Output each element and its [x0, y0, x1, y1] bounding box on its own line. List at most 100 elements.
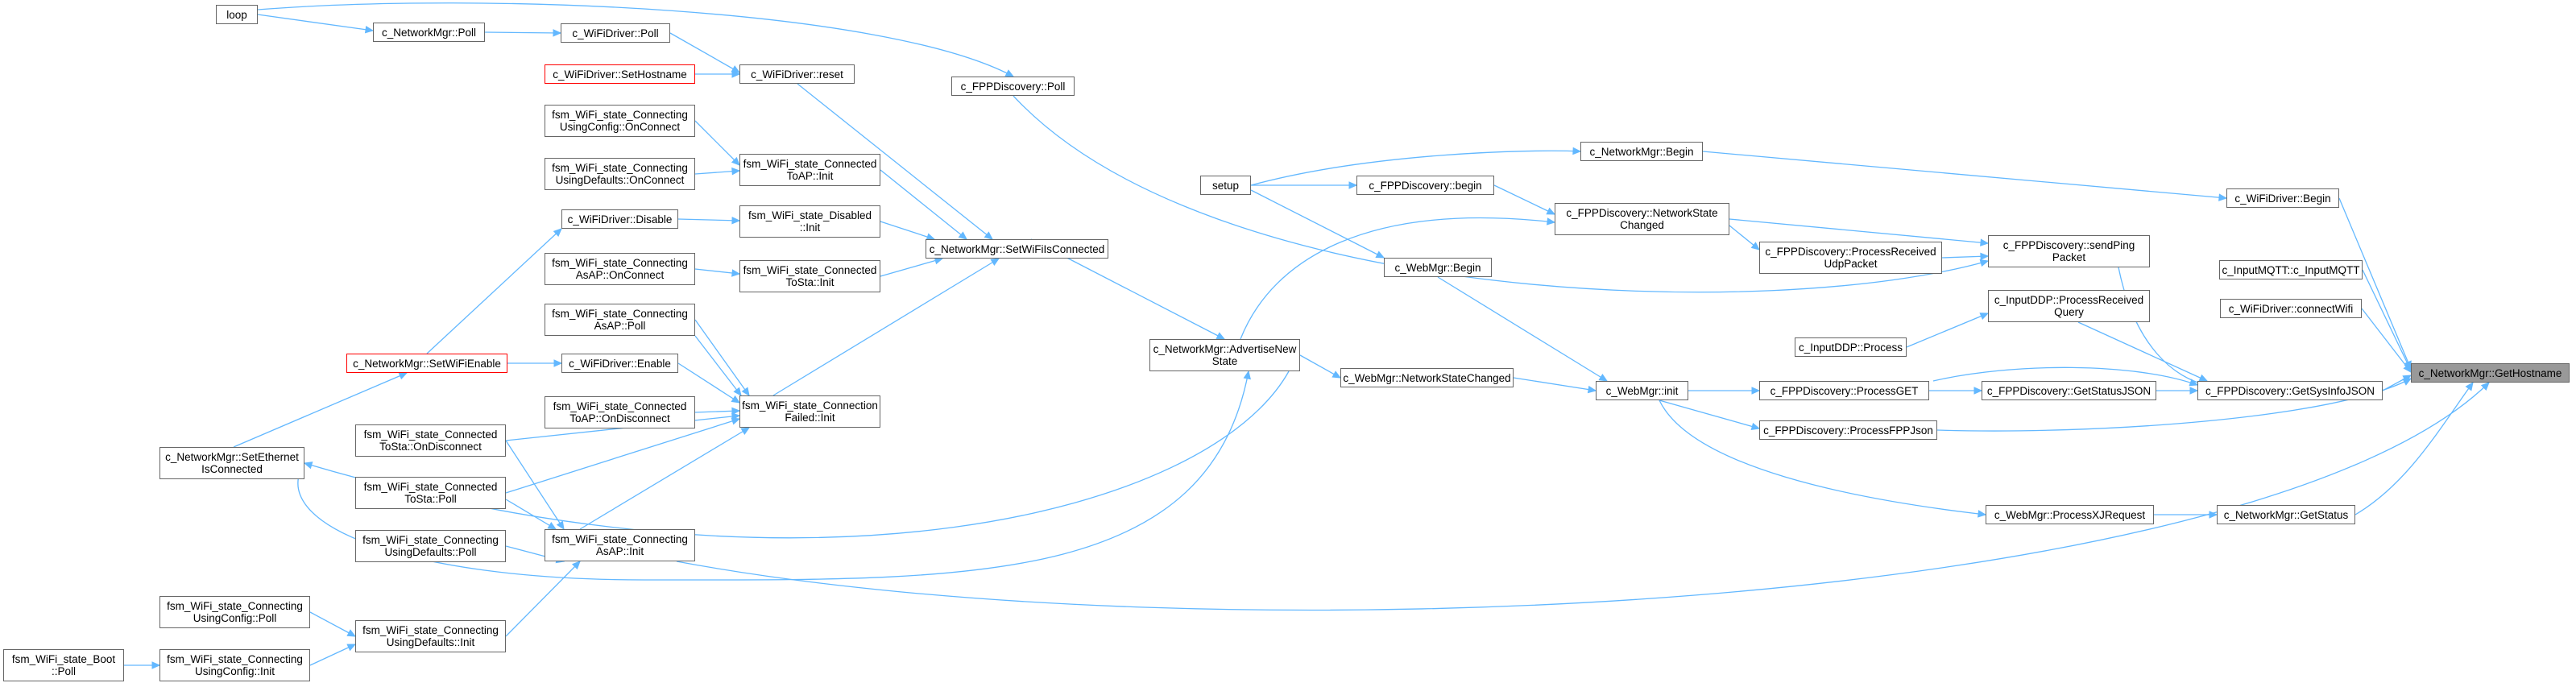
node-c-wifidriver-connectwifi[interactable]: c_WiFiDriver::connectWifi: [2220, 299, 2362, 318]
call-edge: [677, 362, 740, 404]
edge-arrowhead: [731, 216, 741, 225]
node-c-wifidriver-poll[interactable]: c_WiFiDriver::Poll: [561, 23, 670, 43]
node-setup[interactable]: setup: [1200, 176, 1251, 195]
node-disabled-init[interactable]: fsm_WiFi_state_Disabled::Init: [739, 205, 880, 238]
node-c-inputmqtt-c-inputmqtt[interactable]: c_InputMQTT::c_InputMQTT: [2219, 260, 2363, 279]
node-c-networkmgr-begin[interactable]: c_NetworkMgr::Begin: [1580, 142, 1703, 161]
call-edge: [1250, 189, 1385, 259]
node-c-wifidriver-disable[interactable]: c_WiFiDriver::Disable: [561, 209, 678, 229]
node-label-line: c_WiFiDriver::Disable: [567, 213, 673, 226]
call-edge: [669, 32, 740, 73]
edge-arrowhead: [1587, 385, 1597, 394]
call-edge: [257, 2, 1014, 77]
node-label-line: c_WebMgr::Begin: [1394, 261, 1481, 274]
node-label-line: Changed: [1620, 219, 1664, 231]
node-c-wifidriver-enable[interactable]: c_WiFiDriver::Enable: [561, 354, 678, 373]
node-c-networkmgr-setwifiisconnected[interactable]: c_NetworkMgr::SetWiFiIsConnected: [926, 239, 1108, 259]
node-c-networkmgr-poll[interactable]: c_NetworkMgr::Poll: [373, 23, 485, 42]
node-label-line: c_WiFiDriver::SetHostname: [553, 68, 687, 81]
node-label-line: c_FPPDiscovery::begin: [1369, 179, 1482, 192]
call-edge: [579, 427, 750, 530]
call-edge: [505, 499, 557, 530]
edge-arrowhead: [2480, 382, 2490, 391]
node-label-line: fsm_WiFi_state_Connecting: [552, 162, 688, 174]
node-c-fppdiscovery-poll[interactable]: c_FPPDiscovery::Poll: [951, 77, 1075, 96]
node-c-fppdiscovery-begin[interactable]: c_FPPDiscovery::begin: [1356, 176, 1494, 195]
edge-arrowhead: [2198, 374, 2209, 382]
node-label-line: fsm_WiFi_state_Connected: [553, 400, 687, 412]
node-label-line: ::Poll: [51, 665, 76, 677]
node-label-line: fsm_WiFi_state_Connecting: [362, 534, 499, 546]
node-c-networkmgr-setwifienable[interactable]: c_NetworkMgr::SetWiFiEnable: [346, 354, 507, 373]
call-edge: [1659, 399, 1986, 515]
node-label-line: c_NetworkMgr::AdvertiseNew: [1153, 343, 1297, 355]
node-c-fppdiscovery-processfppjson[interactable]: c_FPPDiscovery::ProcessFPPJson: [1759, 420, 1937, 440]
edge-arrowhead: [1375, 250, 1385, 259]
edge-arrowhead: [984, 231, 993, 240]
call-edge: [1250, 150, 1581, 186]
call-edge: [309, 611, 356, 637]
node-label-line: AsAP::OnConnect: [575, 269, 665, 281]
call-edge: [2361, 308, 2412, 373]
node-c-wifidriver-begin[interactable]: c_WiFiDriver::Begin: [2226, 188, 2339, 208]
node-c-networkmgr-getstatus[interactable]: c_NetworkMgr::GetStatus: [2217, 505, 2355, 524]
node-label-line: c_FPPDiscovery::ProcessReceived: [1765, 246, 1936, 258]
edge-arrowhead: [553, 228, 562, 237]
edge-arrowhead: [1546, 207, 1556, 215]
node-c-fppdiscovery-getstatusjson[interactable]: c_FPPDiscovery::GetStatusJSON: [1982, 381, 2156, 400]
node-label-line: fsm_WiFi_state_Connecting: [167, 653, 303, 665]
edge-arrowhead: [1243, 370, 1251, 380]
call-edge: [297, 370, 1249, 581]
edge-arrowhead: [1331, 370, 1342, 379]
edge-arrowhead: [741, 387, 750, 397]
edge-arrowhead: [1750, 422, 1761, 431]
call-edge: [1513, 377, 1597, 391]
node-loop[interactable]: loop: [216, 5, 258, 24]
node-label-line: c_NetworkMgr::SetWiFiIsConnected: [929, 242, 1105, 255]
node-label-line: ToSta::Init: [785, 276, 835, 288]
node-c-fppdiscovery-processget[interactable]: c_FPPDiscovery::ProcessGET: [1759, 381, 1929, 400]
node-c-wifidriver-reset[interactable]: c_WiFiDriver::reset: [739, 64, 855, 84]
node-label-line: fsm_WiFi_state_Connected: [363, 481, 498, 493]
node-boot-poll[interactable]: fsm_WiFi_state_Boot::Poll: [3, 649, 124, 681]
node-c-webmgr-begin[interactable]: c_WebMgr::Begin: [1384, 258, 1492, 277]
node-c-webmgr-init[interactable]: c_WebMgr::init: [1596, 381, 1688, 400]
edge-arrowhead: [1980, 238, 1990, 246]
edge-arrowhead: [958, 231, 967, 240]
node-c-wifidriver-sethostname[interactable]: c_WiFiDriver::SetHostname: [545, 64, 695, 84]
node-c-webmgr-processxjrequest[interactable]: c_WebMgr::ProcessXJRequest: [1986, 505, 2154, 524]
call-edge: [1299, 354, 1341, 379]
call-edge: [880, 258, 943, 277]
node-c-fppdiscovery-getsysinfojson[interactable]: c_FPPDiscovery::GetSysInfoJSON: [2197, 381, 2383, 400]
node-label-line: fsm_WiFi_state_Connecting: [167, 600, 303, 612]
edge-arrowhead: [731, 167, 741, 176]
node-c-webmgr-networkstatechanged[interactable]: c_WebMgr::NetworkStateChanged: [1340, 368, 1514, 387]
node-label-line: fsm_WiFi_state_Boot: [11, 653, 116, 665]
node-label-line: ToSta::Poll: [404, 493, 457, 505]
call-edge: [880, 221, 935, 240]
node-c-inputddp-process[interactable]: c_InputDDP::Process: [1795, 337, 1907, 357]
node-label-line: c_FPPDiscovery::GetSysInfoJSON: [2205, 384, 2375, 397]
